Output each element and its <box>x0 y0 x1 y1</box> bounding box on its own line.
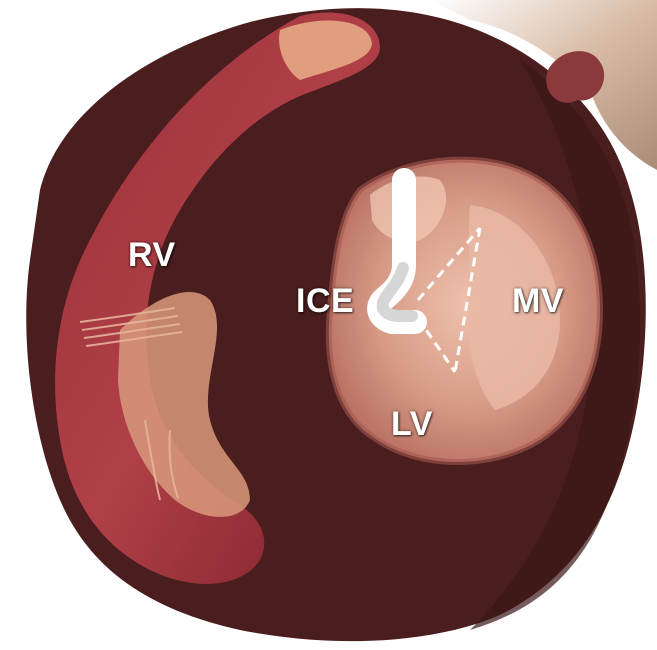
ice-label: ICE <box>296 284 354 318</box>
lv-label: LV <box>391 407 433 441</box>
rv-label: RV <box>128 238 176 272</box>
mv-label: MV <box>512 284 564 318</box>
